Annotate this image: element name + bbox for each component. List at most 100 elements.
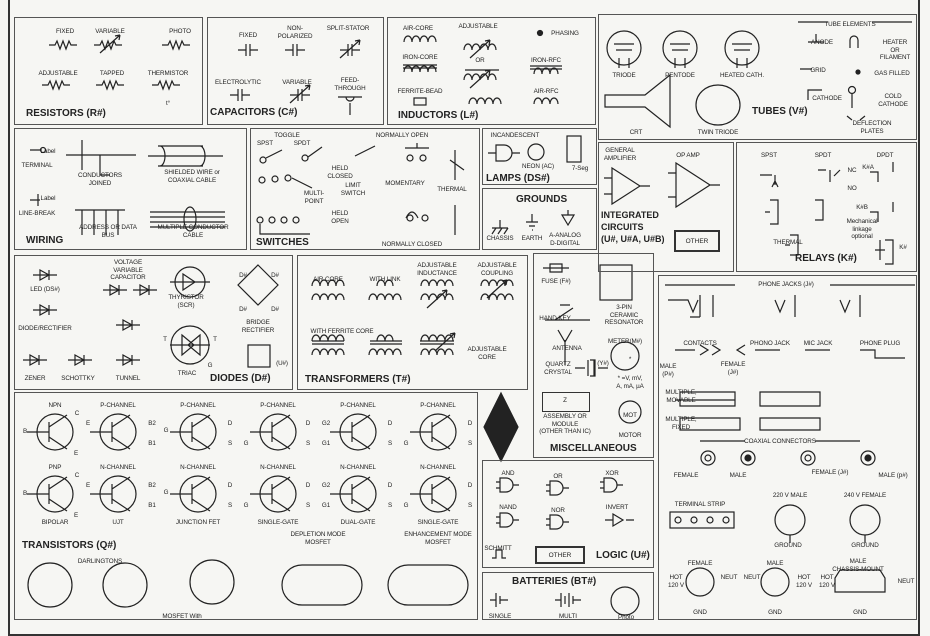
batteries-label: Photo xyxy=(618,614,634,621)
bridge-module-symbol xyxy=(247,344,271,368)
connectors-label: NEUT xyxy=(743,574,761,581)
transformers-label: AIR CORE xyxy=(313,276,343,283)
tubes-panel xyxy=(598,14,917,140)
relays-title: RELAYS (K#) xyxy=(795,253,857,264)
miscellaneous-label: QUARTZ CRYSTAL xyxy=(544,361,572,376)
diodes-label: G xyxy=(207,362,213,369)
terminal-strip-symbol xyxy=(669,511,735,529)
transistor-pin-label: G xyxy=(243,502,249,509)
darlington-symbol xyxy=(189,559,235,605)
switches-label: THERMAL xyxy=(437,186,467,193)
coax-connector-symbol xyxy=(740,450,756,466)
wiring-label: Label xyxy=(40,148,56,155)
transistors-title: TRANSISTORS (Q#) xyxy=(22,540,117,551)
relays-label: NO xyxy=(847,185,857,192)
connectors-label: MULTIPLE, MOVABLE xyxy=(665,389,697,404)
diodes-panel xyxy=(14,255,293,390)
coil-symbol xyxy=(463,43,497,51)
connectors-label: HOT 120 V xyxy=(796,574,812,589)
transistor-pin-label: D xyxy=(387,420,393,427)
transistors-label: P-CHANNEL xyxy=(340,402,376,409)
transistor-pin-label: B1 xyxy=(148,502,156,509)
switch-lever-symbols xyxy=(259,143,465,235)
adjust-arrow xyxy=(339,39,361,59)
integrated_circuits-label: OP AMP xyxy=(676,152,700,159)
relays-label: DPDT xyxy=(876,152,894,159)
connectors-label: GND xyxy=(853,609,867,616)
led-symbol xyxy=(33,268,57,282)
connectors-label: HOT 120 V xyxy=(819,574,835,589)
transistor-pin-label: D xyxy=(305,420,311,427)
inductors-label: AIR-RFC xyxy=(533,88,559,95)
logic-label: OR xyxy=(553,473,563,480)
diodes-label: T xyxy=(213,336,217,343)
coil-symbol xyxy=(311,348,345,356)
transistors-label: P-CHANNEL xyxy=(180,402,216,409)
resistors-label: TAPPED xyxy=(99,70,125,77)
tube-electrodes xyxy=(670,43,690,68)
coil-symbol xyxy=(311,279,345,287)
relays-panel xyxy=(736,142,917,272)
integrated_circuits-label: GENERAL AMPLIFIER xyxy=(603,147,637,162)
tubes-label: COLD CATHODE xyxy=(878,93,908,108)
tubes-label: GAS FILLED xyxy=(874,70,910,77)
transistor-pin-label: G2 xyxy=(321,482,331,489)
coax-connector-symbol xyxy=(860,450,876,466)
miscellaneous-title: MISCELLANEOUS xyxy=(550,443,637,454)
varicap-symbol xyxy=(103,283,127,297)
switches-label: SPST xyxy=(256,140,274,147)
tube-element-symbols xyxy=(798,21,912,121)
cold-cathode-symbol xyxy=(847,85,857,95)
transistor-leads xyxy=(90,414,131,450)
relays-label: Mechanical linkage optional xyxy=(846,218,878,240)
switch-contact xyxy=(258,176,266,184)
inductors-label: ADJUSTABLE xyxy=(458,23,498,30)
thyristor-triangle xyxy=(170,272,210,292)
diodes-label: D# xyxy=(271,272,279,279)
wiring-label: LINE-BREAK xyxy=(18,210,56,217)
assembly-module-box xyxy=(542,392,590,412)
crt-symbol xyxy=(604,73,671,129)
tubes-label: HEATED CATH. xyxy=(719,72,765,79)
transistor-leads xyxy=(410,476,451,512)
coil-symbol xyxy=(403,35,437,43)
tubes-label: PENTODE xyxy=(665,72,695,79)
switch-contact xyxy=(301,154,309,162)
tunnel-symbol xyxy=(116,353,140,367)
connectors-label: MALE xyxy=(766,560,784,567)
capacitors-label: FEED- THROUGH xyxy=(334,77,366,92)
connectors-label: GROUND xyxy=(774,542,802,549)
coil-symbol xyxy=(468,97,502,105)
transistors-label: NPN xyxy=(48,402,62,409)
resonator-symbol xyxy=(599,264,633,301)
resistors-label: t° xyxy=(165,100,171,107)
capacitors-label: NON- POLARIZED xyxy=(277,25,313,40)
coax-center xyxy=(804,454,812,462)
transistors-label: DEPLETION MODE MOSFET xyxy=(290,531,346,546)
gas-filled-dot xyxy=(855,69,861,75)
logic-gate-symbol xyxy=(496,512,519,528)
diodes-label: DIODE/RECTIFIER xyxy=(18,325,72,332)
diodes-label: BRIDGE RECTIFIER xyxy=(241,319,275,334)
wiring-label: MULTIPLE CONDUCTOR CABLE xyxy=(157,224,229,239)
switches-label: HELD CLOSED xyxy=(327,165,353,180)
connectors-label: GROUND xyxy=(851,542,879,549)
varicap-symbol xyxy=(133,283,157,297)
miscellaneous-label: * =V, mV, A, mA, µA xyxy=(616,375,644,390)
capacitors-label: SPLIT-STATOR xyxy=(326,25,370,32)
tubes-title: TUBES (V#) xyxy=(752,106,808,117)
switches-label: MULTI- POINT xyxy=(304,190,324,205)
grounds-title: GROUNDS xyxy=(516,194,568,205)
logic-gate-symbol xyxy=(496,477,519,493)
diodes-label: D# xyxy=(239,272,247,279)
battery-symbols xyxy=(490,593,581,607)
diodes-label: ZENER xyxy=(24,375,46,382)
wiring-label: CONDUCTORS JOINED xyxy=(77,172,123,187)
adjust-arrow xyxy=(469,69,491,89)
transistors-label: ENHANCEMENT MODE MOSFET xyxy=(404,531,472,546)
motor-symbol xyxy=(618,400,642,424)
switch-contact xyxy=(271,175,279,183)
lamps-label: 7-Seg xyxy=(571,165,589,172)
resistors-label: ADJUSTABLE xyxy=(38,70,78,77)
diodes-title: DIODES (D#) xyxy=(210,373,271,384)
